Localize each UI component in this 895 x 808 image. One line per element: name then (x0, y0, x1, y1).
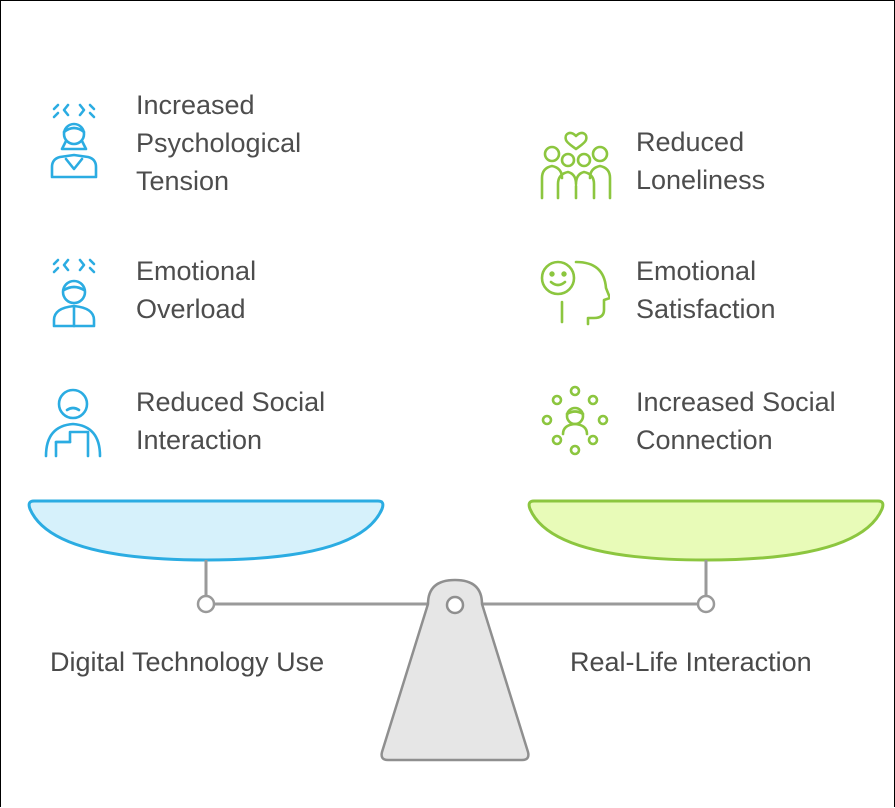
item-line: Interaction (136, 425, 263, 455)
right-pan (527, 499, 885, 562)
item-emotional-overload: Emotional Overload (136, 252, 256, 328)
left-pivot (196, 594, 216, 614)
left-pan (27, 499, 385, 562)
right-pivot (696, 594, 716, 614)
item-line: Increased (136, 90, 255, 120)
item-line: Tension (136, 166, 230, 196)
item-increased-psychological-tension: Increased Psychological Tension (136, 86, 301, 200)
balance-base (380, 578, 530, 762)
left-category-label: Digital Technology Use (50, 647, 325, 677)
item-reduced-loneliness: Reduced Loneliness (636, 123, 765, 199)
family-group-heart-icon (540, 131, 612, 200)
smiling-face-profile-icon (540, 260, 610, 326)
overwhelmed-head-icon (52, 258, 96, 328)
item-line: Overload (136, 294, 246, 324)
item-line: Psychological (136, 128, 302, 158)
item-line: Loneliness (636, 165, 766, 195)
item-line: Emotional (636, 256, 757, 286)
item-line: Reduced (636, 127, 745, 157)
right-category-label: Real-Life Interaction (570, 647, 812, 677)
item-line: Increased Social (636, 387, 836, 417)
stressed-person-icon (50, 103, 98, 179)
item-line: Emotional (136, 256, 257, 286)
item-increased-social-connection: Increased Social Connection (636, 383, 836, 459)
isolated-person-at-desk-icon (44, 388, 102, 458)
connected-community-icon (541, 385, 609, 456)
item-reduced-social-interaction: Reduced Social Interaction (136, 383, 325, 459)
item-line: Reduced Social (136, 387, 326, 417)
item-line: Connection (636, 425, 773, 455)
center-pivot (445, 595, 465, 615)
item-emotional-satisfaction: Emotional Satisfaction (636, 252, 776, 328)
item-line: Satisfaction (636, 294, 776, 324)
